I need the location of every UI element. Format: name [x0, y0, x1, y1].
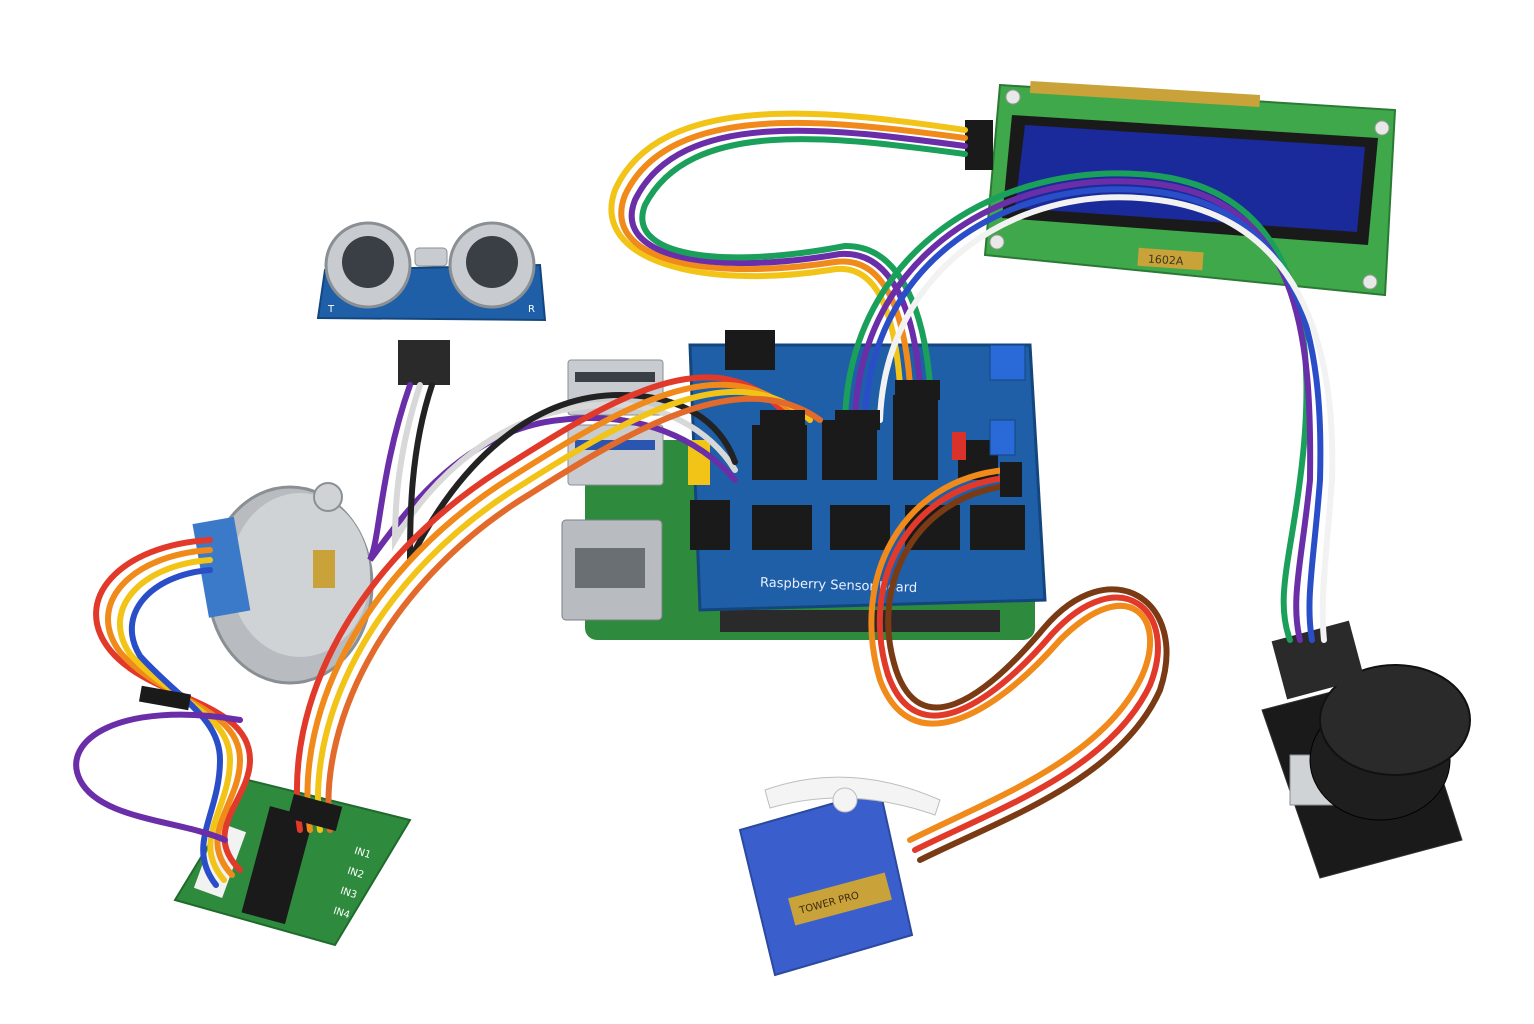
pin-label: IN1 — [353, 846, 372, 862]
stepper-motor — [192, 482, 374, 685]
crystal — [414, 247, 448, 267]
mount-hole — [1362, 274, 1378, 290]
wire-hat-servo — [885, 483, 1170, 863]
servo-motor: TOWER PRO — [738, 776, 941, 977]
ethernet-jack — [575, 548, 645, 588]
ultrasonic-sensor: T R — [316, 221, 547, 385]
driver-chip — [241, 806, 314, 925]
jumper-wires — [73, 110, 1336, 888]
mount-hole — [989, 234, 1005, 250]
wire-hat-servo — [868, 467, 1153, 843]
mount-hole — [1374, 120, 1390, 136]
joystick-module — [1261, 620, 1471, 879]
stepper-shaft — [313, 550, 335, 588]
stepper-mount-tab — [313, 482, 343, 512]
motor-driver-board: IN1 IN2 IN3 IN4 — [173, 778, 412, 947]
pin-label: IN3 — [339, 886, 358, 902]
connector-housing — [895, 380, 940, 400]
servo-horn-center — [832, 787, 858, 813]
pin-label: IN2 — [346, 866, 365, 882]
power-jack — [725, 330, 775, 370]
terminal-block — [989, 344, 1026, 381]
terminal-block-2 — [989, 419, 1016, 456]
label-t: T — [327, 304, 335, 315]
servo-label-plate — [788, 872, 892, 926]
transmitter-mesh — [342, 236, 394, 288]
pin-label: IN4 — [332, 906, 351, 922]
wire-hat-servo — [876, 475, 1161, 853]
wire-driver-hat — [314, 388, 813, 833]
wire-lcd-hat — [608, 110, 968, 388]
header-block — [970, 505, 1025, 550]
wire-stepper-driver — [73, 711, 243, 843]
connector-housing — [287, 793, 343, 832]
receiver-mesh — [466, 236, 518, 288]
lcd-pin-header — [1029, 80, 1261, 108]
driver-pin-labels: IN1 IN2 IN3 IN4 — [332, 846, 372, 922]
lcd-model-plate — [1137, 247, 1204, 271]
lcd-model-label: 1602A — [1147, 252, 1184, 267]
wire-hat-joystick — [852, 178, 1314, 643]
connector-housing — [1000, 462, 1022, 497]
red-jumper — [952, 432, 966, 460]
wire-hat-joystick — [862, 186, 1324, 643]
header-block — [752, 425, 807, 480]
stepper-face — [230, 493, 370, 657]
joystick-connector — [1271, 620, 1365, 700]
wire-lcd-hat — [628, 127, 968, 388]
header-block — [690, 500, 730, 550]
wire-driver-hat — [293, 374, 793, 833]
wire-hat-joystick — [842, 170, 1310, 643]
wire-driver-hat — [325, 395, 823, 833]
wire-hat-joystick — [877, 194, 1336, 643]
usb-slot — [575, 372, 655, 382]
wire-lcd-hat — [618, 119, 968, 388]
joystick-cap — [1319, 664, 1471, 776]
lcd-i2c-connector — [965, 120, 993, 170]
connector-housing — [138, 685, 192, 711]
gpio-header — [720, 610, 1000, 632]
header-block — [752, 505, 812, 550]
header-block — [893, 395, 938, 480]
mount-hole — [1005, 89, 1021, 105]
header-block — [830, 505, 890, 550]
wire-stepper-driver — [128, 567, 224, 888]
label-r: R — [528, 304, 535, 315]
wire-ultra-hat — [407, 382, 738, 562]
ultrasonic-connector — [398, 340, 450, 385]
lcd-screen — [1015, 125, 1365, 232]
connector-housing — [760, 410, 805, 430]
connector-housing — [835, 410, 880, 430]
wire-driver-hat — [304, 381, 803, 833]
